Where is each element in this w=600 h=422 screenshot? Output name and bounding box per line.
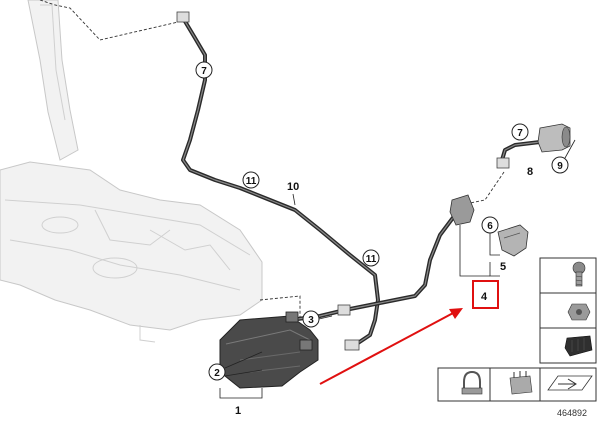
callout-1[interactable]: 1 xyxy=(219,388,263,417)
callout-11-low[interactable]: 11 xyxy=(362,249,380,267)
carbon-canister-1 xyxy=(219,295,319,389)
svg-text:8: 8 xyxy=(527,166,533,178)
hose-connector-mid xyxy=(337,304,351,316)
grid-cell-warning-label[interactable] xyxy=(539,367,597,402)
hose-8-connector xyxy=(496,157,510,169)
hose-clip-icon xyxy=(461,370,483,395)
drawing-id: 464892 xyxy=(557,408,587,418)
grid-cell-3[interactable] xyxy=(539,292,597,329)
svg-text:7: 7 xyxy=(201,66,207,77)
svg-text:5: 5 xyxy=(500,261,506,273)
cable-clip-icon xyxy=(509,371,533,395)
callout-11-mid[interactable]: 11 xyxy=(242,171,260,189)
callout-7-top[interactable]: 7 xyxy=(195,61,213,79)
callout-9[interactable]: 9 xyxy=(551,139,576,174)
grid-cell-6[interactable] xyxy=(539,257,597,294)
screw-icon xyxy=(572,261,586,287)
callout-6[interactable]: 6 xyxy=(481,216,500,256)
filter-part-9 xyxy=(537,123,571,153)
hose-connector-top xyxy=(176,11,190,23)
callout-8[interactable]: 8 xyxy=(527,166,533,178)
callout-10[interactable]: 10 xyxy=(287,181,299,206)
valve-part-4 xyxy=(449,194,475,226)
svg-text:4: 4 xyxy=(481,291,488,303)
grid-cell-7[interactable] xyxy=(489,367,541,402)
label-arrow-icon xyxy=(547,375,593,391)
callout-7-right[interactable]: 7 xyxy=(511,123,529,141)
parts-grid xyxy=(437,257,597,402)
red-pointer-arrow xyxy=(319,308,463,385)
callout-3[interactable]: 3 xyxy=(302,310,333,328)
svg-text:7: 7 xyxy=(517,128,523,139)
grid-cell-2[interactable] xyxy=(539,327,597,364)
svg-text:3: 3 xyxy=(308,315,314,326)
svg-text:2: 2 xyxy=(214,368,220,379)
rubber-grommet-icon xyxy=(564,335,593,357)
hose-8 xyxy=(469,123,571,204)
fuel-tank-ghost xyxy=(0,0,263,343)
svg-text:11: 11 xyxy=(366,254,377,265)
svg-text:9: 9 xyxy=(557,161,563,172)
svg-text:10: 10 xyxy=(287,181,299,193)
leader-lines-top xyxy=(39,0,179,41)
highlight-box xyxy=(472,280,499,309)
callout-5[interactable]: 5 xyxy=(489,261,506,277)
nut-icon xyxy=(567,303,591,321)
svg-text:6: 6 xyxy=(487,221,493,232)
hose-connector-bottom xyxy=(344,339,360,351)
callout-2[interactable]: 2 xyxy=(208,351,263,381)
svg-text:11: 11 xyxy=(246,176,257,187)
grid-cell-11[interactable] xyxy=(437,367,491,402)
hose-to-canister xyxy=(288,194,475,322)
svg-text:1: 1 xyxy=(235,405,241,417)
vent-hose-10 xyxy=(176,11,380,351)
bracket-part-5 xyxy=(497,224,529,257)
callout-4-highlighted[interactable]: 4 xyxy=(459,225,499,309)
